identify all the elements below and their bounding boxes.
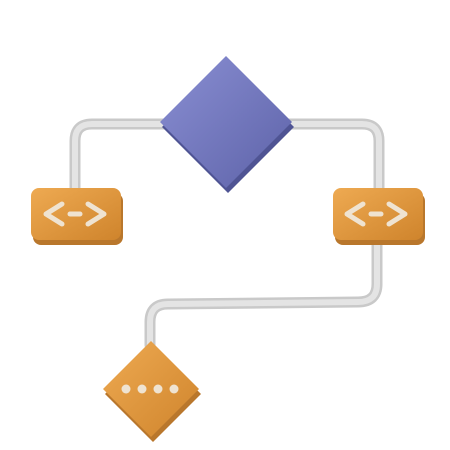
code-block-right (333, 188, 425, 245)
connector-right-to-bottom (144, 234, 383, 351)
code-brackets-icon (344, 201, 408, 227)
ellipsis-dots-icon (121, 384, 179, 394)
connector-top-to-right (282, 118, 385, 196)
decision-diamond-bottom (103, 341, 201, 442)
code-brackets-icon (43, 201, 107, 227)
connectors (69, 118, 385, 351)
decision-diamond-top (160, 56, 294, 193)
connector-top-to-left (69, 118, 171, 196)
code-block-left (31, 188, 123, 245)
